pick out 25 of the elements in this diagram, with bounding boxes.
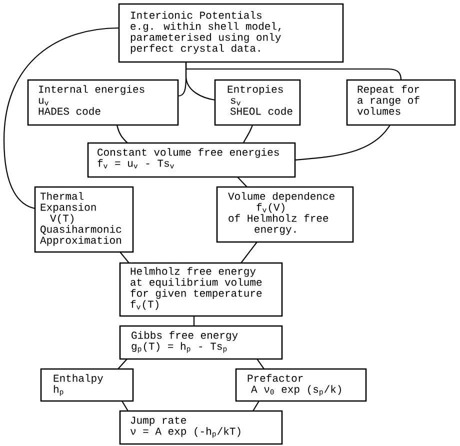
connector-line bbox=[122, 400, 128, 412]
text-box: Helmholz free energy at equilibrium volume for given temperature f$_{v}$(T) bbox=[119, 262, 283, 317]
connector-line bbox=[193, 316, 195, 326]
text-box: Interionic Potentials e.g. within shell model, parameterised using only perfect crystal data. bbox=[118, 3, 344, 63]
text-box: Volume dependence f$_{v}$(V) of Helmholz free energy. bbox=[216, 186, 354, 243]
connector-line bbox=[240, 242, 258, 264]
text-box: Gibbs free energy g$_{p}$(T) = h$_{p}$ - Ts$_{p}$ bbox=[119, 325, 283, 360]
connector-line bbox=[185, 62, 402, 80]
connector-line bbox=[3, 27, 120, 210]
text-box: Constant volume free energies f$_{v}$ = u$_{v}$ - Ts$_{v}$ bbox=[87, 142, 296, 178]
text-box: Prefactor A ν$_{0}$ exp (s$_{p}$/k) bbox=[235, 368, 367, 402]
connector-line bbox=[243, 124, 254, 144]
text-box: Enthalpy h$_{p}$ bbox=[40, 368, 134, 402]
text-box: Entropies s$_{v}$ SHEOL code bbox=[214, 79, 301, 126]
text-box: Repeat for a range of volumes bbox=[346, 79, 456, 126]
connector-line bbox=[120, 252, 130, 264]
connector-line bbox=[118, 358, 128, 370]
connector-line bbox=[116, 124, 128, 144]
connector-line bbox=[294, 124, 390, 161]
text-box: Internal energies u$_{v}$ HADES code bbox=[27, 79, 179, 126]
text-box: Thermal Expansion V(T) Quasiharmonic Approximation bbox=[34, 186, 134, 253]
connector-line bbox=[237, 176, 248, 188]
connector-line bbox=[256, 358, 264, 370]
text-box: Jump rate ν = A exp (-h$_{p}$/kT) bbox=[119, 410, 283, 445]
connector-line bbox=[252, 400, 260, 412]
